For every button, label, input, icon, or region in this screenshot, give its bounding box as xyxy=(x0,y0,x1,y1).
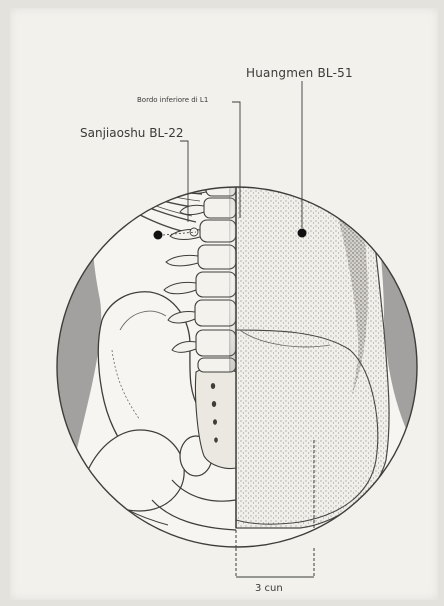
sanjiaoshu-label: Sanjiaoshu BL-22 xyxy=(80,126,184,140)
skin-back xyxy=(236,150,389,528)
huangmen-label: Huangmen BL-51 xyxy=(246,66,353,80)
sanjiaoshu-point xyxy=(154,231,163,240)
measure-bracket xyxy=(236,548,314,577)
measure-label: 3 cun xyxy=(255,583,283,594)
magnified-view xyxy=(40,150,430,560)
bordo-inferiore-label: Bordo inferiore di L1 xyxy=(137,96,208,104)
huangmen-point xyxy=(298,229,307,238)
